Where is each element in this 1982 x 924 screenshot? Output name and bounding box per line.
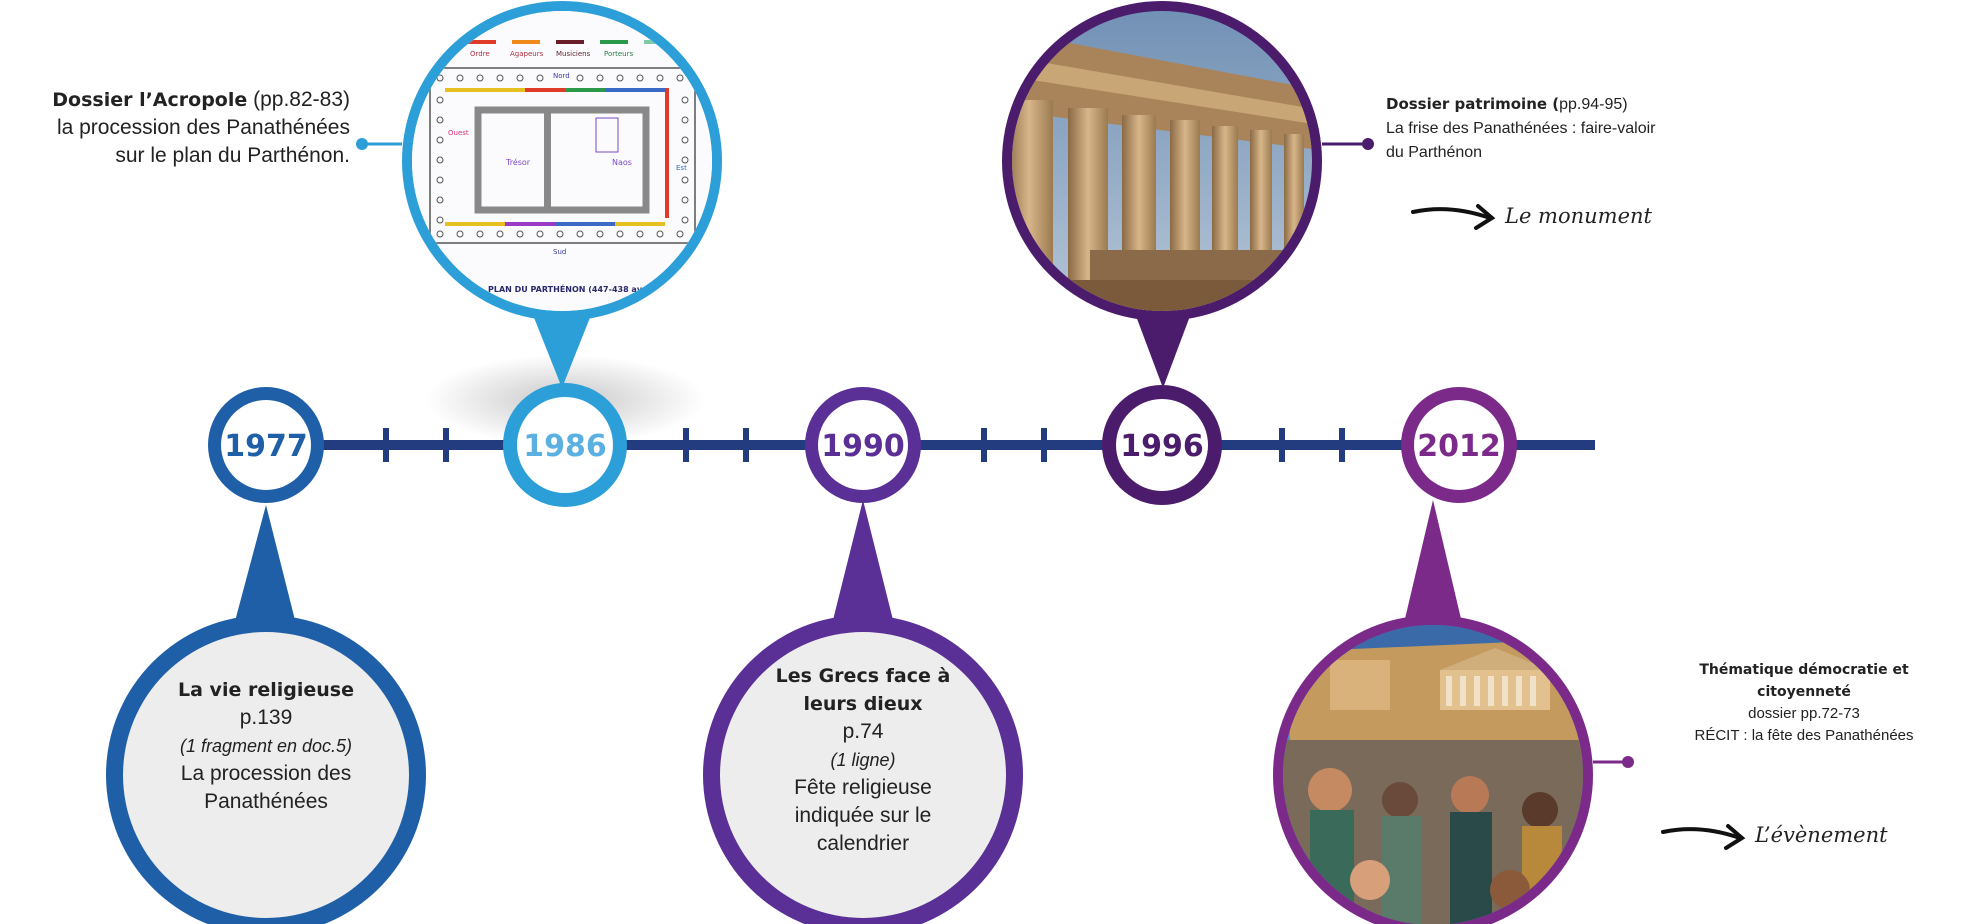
bubble-1990-line2: indiquée sur le	[794, 804, 932, 827]
plan-legend-3: Musiciens	[556, 50, 591, 58]
year-label-1977: 1977	[224, 429, 308, 464]
bubble-1990-page: p.74	[842, 720, 884, 743]
tick	[1041, 428, 1047, 462]
bubble-1990-line1: Fête religieuse	[794, 776, 932, 799]
plan-legend-2: Agapeurs	[510, 50, 544, 58]
arrow-evenement	[1661, 824, 1746, 850]
tick	[683, 428, 689, 462]
plan-legend-4: Porteurs	[604, 50, 633, 58]
bubble-1996-pointer	[1130, 300, 1196, 388]
note-1986-title-row: Dossier l’Acropole (pp.82-83)	[10, 86, 350, 114]
year-label-2012: 2012	[1417, 429, 1501, 464]
note-2012-title1: Thématique démocratie et	[1699, 662, 1909, 678]
year-label-1990: 1990	[821, 429, 905, 464]
note-1996-title-row: Dossier patrimoine (pp.94-95)	[1386, 92, 1786, 117]
plan-label-east: Est	[676, 164, 687, 172]
plan-label-tresor: Trésor	[505, 157, 531, 167]
year-node-1977	[208, 387, 324, 503]
note-1996-title: Dossier patrimoine (	[1386, 95, 1560, 113]
note-1986-title: Dossier l’Acropole	[52, 89, 248, 111]
connector-1996	[1322, 138, 1374, 150]
note-1996-line3: du Parthénon	[1386, 144, 1483, 161]
plan-legend-1: Ordre	[470, 50, 490, 58]
bubble-1986-pointer	[527, 300, 597, 388]
arrow-monument	[1411, 204, 1496, 230]
bubble-1990-pointer	[828, 500, 898, 640]
year-node-1990	[805, 387, 921, 503]
bubble-1977-title: La vie religieuse	[178, 679, 354, 701]
bubble-1990-title2: leurs dieux	[803, 693, 923, 715]
note-1996-line2: La frise des Panathénées : faire-valoir	[1386, 120, 1656, 137]
note-1986: Dossier l’Acropole (pp.82-83) la process…	[10, 86, 350, 170]
plan-caption: PLAN DU PARTHÉNON (447-438 av. J.C)	[488, 283, 663, 294]
year-label-1996: 1996	[1120, 429, 1204, 464]
bubble-1990-text: Les Grecs face à leurs dieux p.74 (1 lig…	[737, 662, 989, 858]
bubble-1977-line2: Panathénées	[204, 790, 328, 813]
bubble-1986: Ordre Agapeurs Musiciens Porteurs Nord	[402, 1, 722, 388]
year-node-2012	[1401, 387, 1517, 503]
note-2012-line2: RÉCIT : la fête des Panathénées	[1694, 727, 1914, 744]
year-node-1996	[1102, 385, 1222, 505]
bubble-1990-line3: calendrier	[816, 832, 910, 855]
bubble-1977-page: p.139	[239, 706, 293, 729]
note-2012-line1: dossier pp.72-73	[1748, 705, 1860, 722]
tick	[1279, 428, 1285, 462]
note-1986-line2: la procession des Panathénées	[56, 116, 350, 139]
tick	[981, 428, 987, 462]
bubble-1977-text: La vie religieuse p.139 (1 fragment en d…	[140, 676, 392, 816]
bubble-1990-title1: Les Grecs face à	[775, 665, 951, 687]
bubble-1977-line1: La procession des	[180, 762, 352, 785]
bubble-1990-note: (1 ligne)	[830, 750, 896, 770]
note-1996-arrow-label: Le monument	[1505, 204, 1652, 228]
parthenon-plan-image: Ordre Agapeurs Musiciens Porteurs Nord	[412, 11, 712, 311]
tick	[743, 428, 749, 462]
bubble-1977-pointer	[230, 505, 300, 640]
year-node-1986	[503, 383, 627, 507]
note-2012-title2: citoyenneté	[1757, 684, 1851, 700]
plan-label-south: Sud	[553, 248, 566, 256]
bubble-1996	[1002, 1, 1322, 388]
bubble-2012	[1273, 500, 1593, 924]
timeline-ticks	[383, 428, 1345, 462]
timeline-line	[265, 440, 1595, 450]
plan-label-north: Nord	[553, 72, 570, 80]
note-1996: Dossier patrimoine (pp.94-95) La frise d…	[1386, 92, 1786, 165]
plan-label-naos: Naos	[612, 158, 632, 167]
tick	[443, 428, 449, 462]
plan-label-west: Ouest	[448, 129, 469, 137]
connector-2012	[1593, 756, 1634, 768]
tick	[383, 428, 389, 462]
note-1986-line3: sur le plan du Parthénon.	[115, 144, 350, 167]
year-label-1986: 1986	[523, 429, 607, 464]
tick	[1339, 428, 1345, 462]
note-1996-pages: pp.94-95)	[1559, 96, 1628, 113]
bubble-1990	[703, 500, 1023, 924]
bubble-1977	[106, 505, 426, 924]
note-1986-pages: (pp.82-83)	[247, 88, 350, 111]
bubble-2012-pointer	[1400, 500, 1466, 640]
note-2012: Thématique démocratie et citoyenneté dos…	[1634, 659, 1974, 747]
connector-1986	[356, 138, 402, 150]
bubble-1977-note: (1 fragment en doc.5)	[179, 736, 353, 756]
note-2012-arrow-label: L’évènement	[1755, 823, 1888, 847]
